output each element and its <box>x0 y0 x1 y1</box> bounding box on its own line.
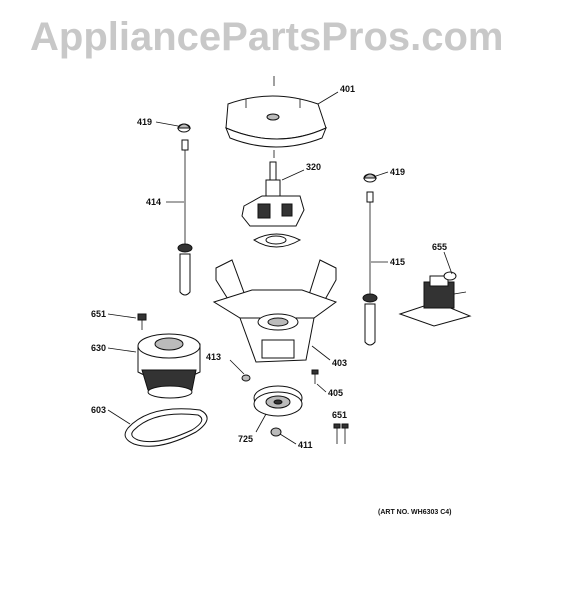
callout-651-lower: 651 <box>332 410 347 420</box>
callout-630: 630 <box>91 343 106 353</box>
part-419-cap-right[interactable] <box>362 173 378 183</box>
callout-401: 401 <box>340 84 355 94</box>
callout-651-upper: 651 <box>91 309 106 319</box>
watermark: AppliancePartsPros.com <box>30 15 504 59</box>
art-number: (ART NO. WH6303 C4) <box>378 509 452 516</box>
leader-725 <box>255 413 267 433</box>
callout-419-left: 419 <box>137 117 152 127</box>
part-403-support-plate[interactable] <box>212 259 338 363</box>
callout-403: 403 <box>332 358 347 368</box>
leader-320 <box>281 169 305 181</box>
leader-655 <box>443 251 453 275</box>
leader-413 <box>229 359 245 375</box>
callout-411: 411 <box>298 440 313 450</box>
leader-405 <box>316 383 327 393</box>
leader-603 <box>107 409 131 425</box>
callout-725: 725 <box>238 434 253 444</box>
callout-405: 405 <box>328 388 343 398</box>
leader-419-right <box>375 171 389 177</box>
part-651-screws-lower[interactable] <box>333 423 349 444</box>
part-630-motor[interactable] <box>137 333 201 399</box>
leader-651-upper <box>107 313 137 319</box>
leader-403 <box>311 345 331 361</box>
part-419-cap-left[interactable] <box>176 123 192 133</box>
callout-415: 415 <box>390 257 405 267</box>
part-405-bolt[interactable] <box>311 369 319 384</box>
part-725-pulley[interactable] <box>253 385 303 417</box>
callout-419-right: 419 <box>390 167 405 177</box>
part-655-actuator[interactable] <box>398 271 472 327</box>
callout-414: 414 <box>146 197 161 207</box>
part-320-transmission[interactable] <box>241 161 305 248</box>
leader-401 <box>317 91 339 105</box>
part-651-screw-upper[interactable] <box>137 313 147 330</box>
callout-320: 320 <box>306 162 321 172</box>
part-401-cover[interactable] <box>225 76 327 158</box>
callout-603: 603 <box>91 405 106 415</box>
part-415-suspension-rod[interactable] <box>362 191 378 346</box>
leader-419-left <box>155 121 179 127</box>
part-411-nut[interactable] <box>270 427 282 437</box>
leader-411 <box>279 433 297 445</box>
callout-655: 655 <box>432 242 447 252</box>
part-414-suspension-rod[interactable] <box>177 139 193 296</box>
callout-413: 413 <box>206 352 221 362</box>
part-413-nut[interactable] <box>241 374 251 382</box>
leader-630 <box>107 347 137 353</box>
part-603-belt[interactable] <box>124 408 208 447</box>
